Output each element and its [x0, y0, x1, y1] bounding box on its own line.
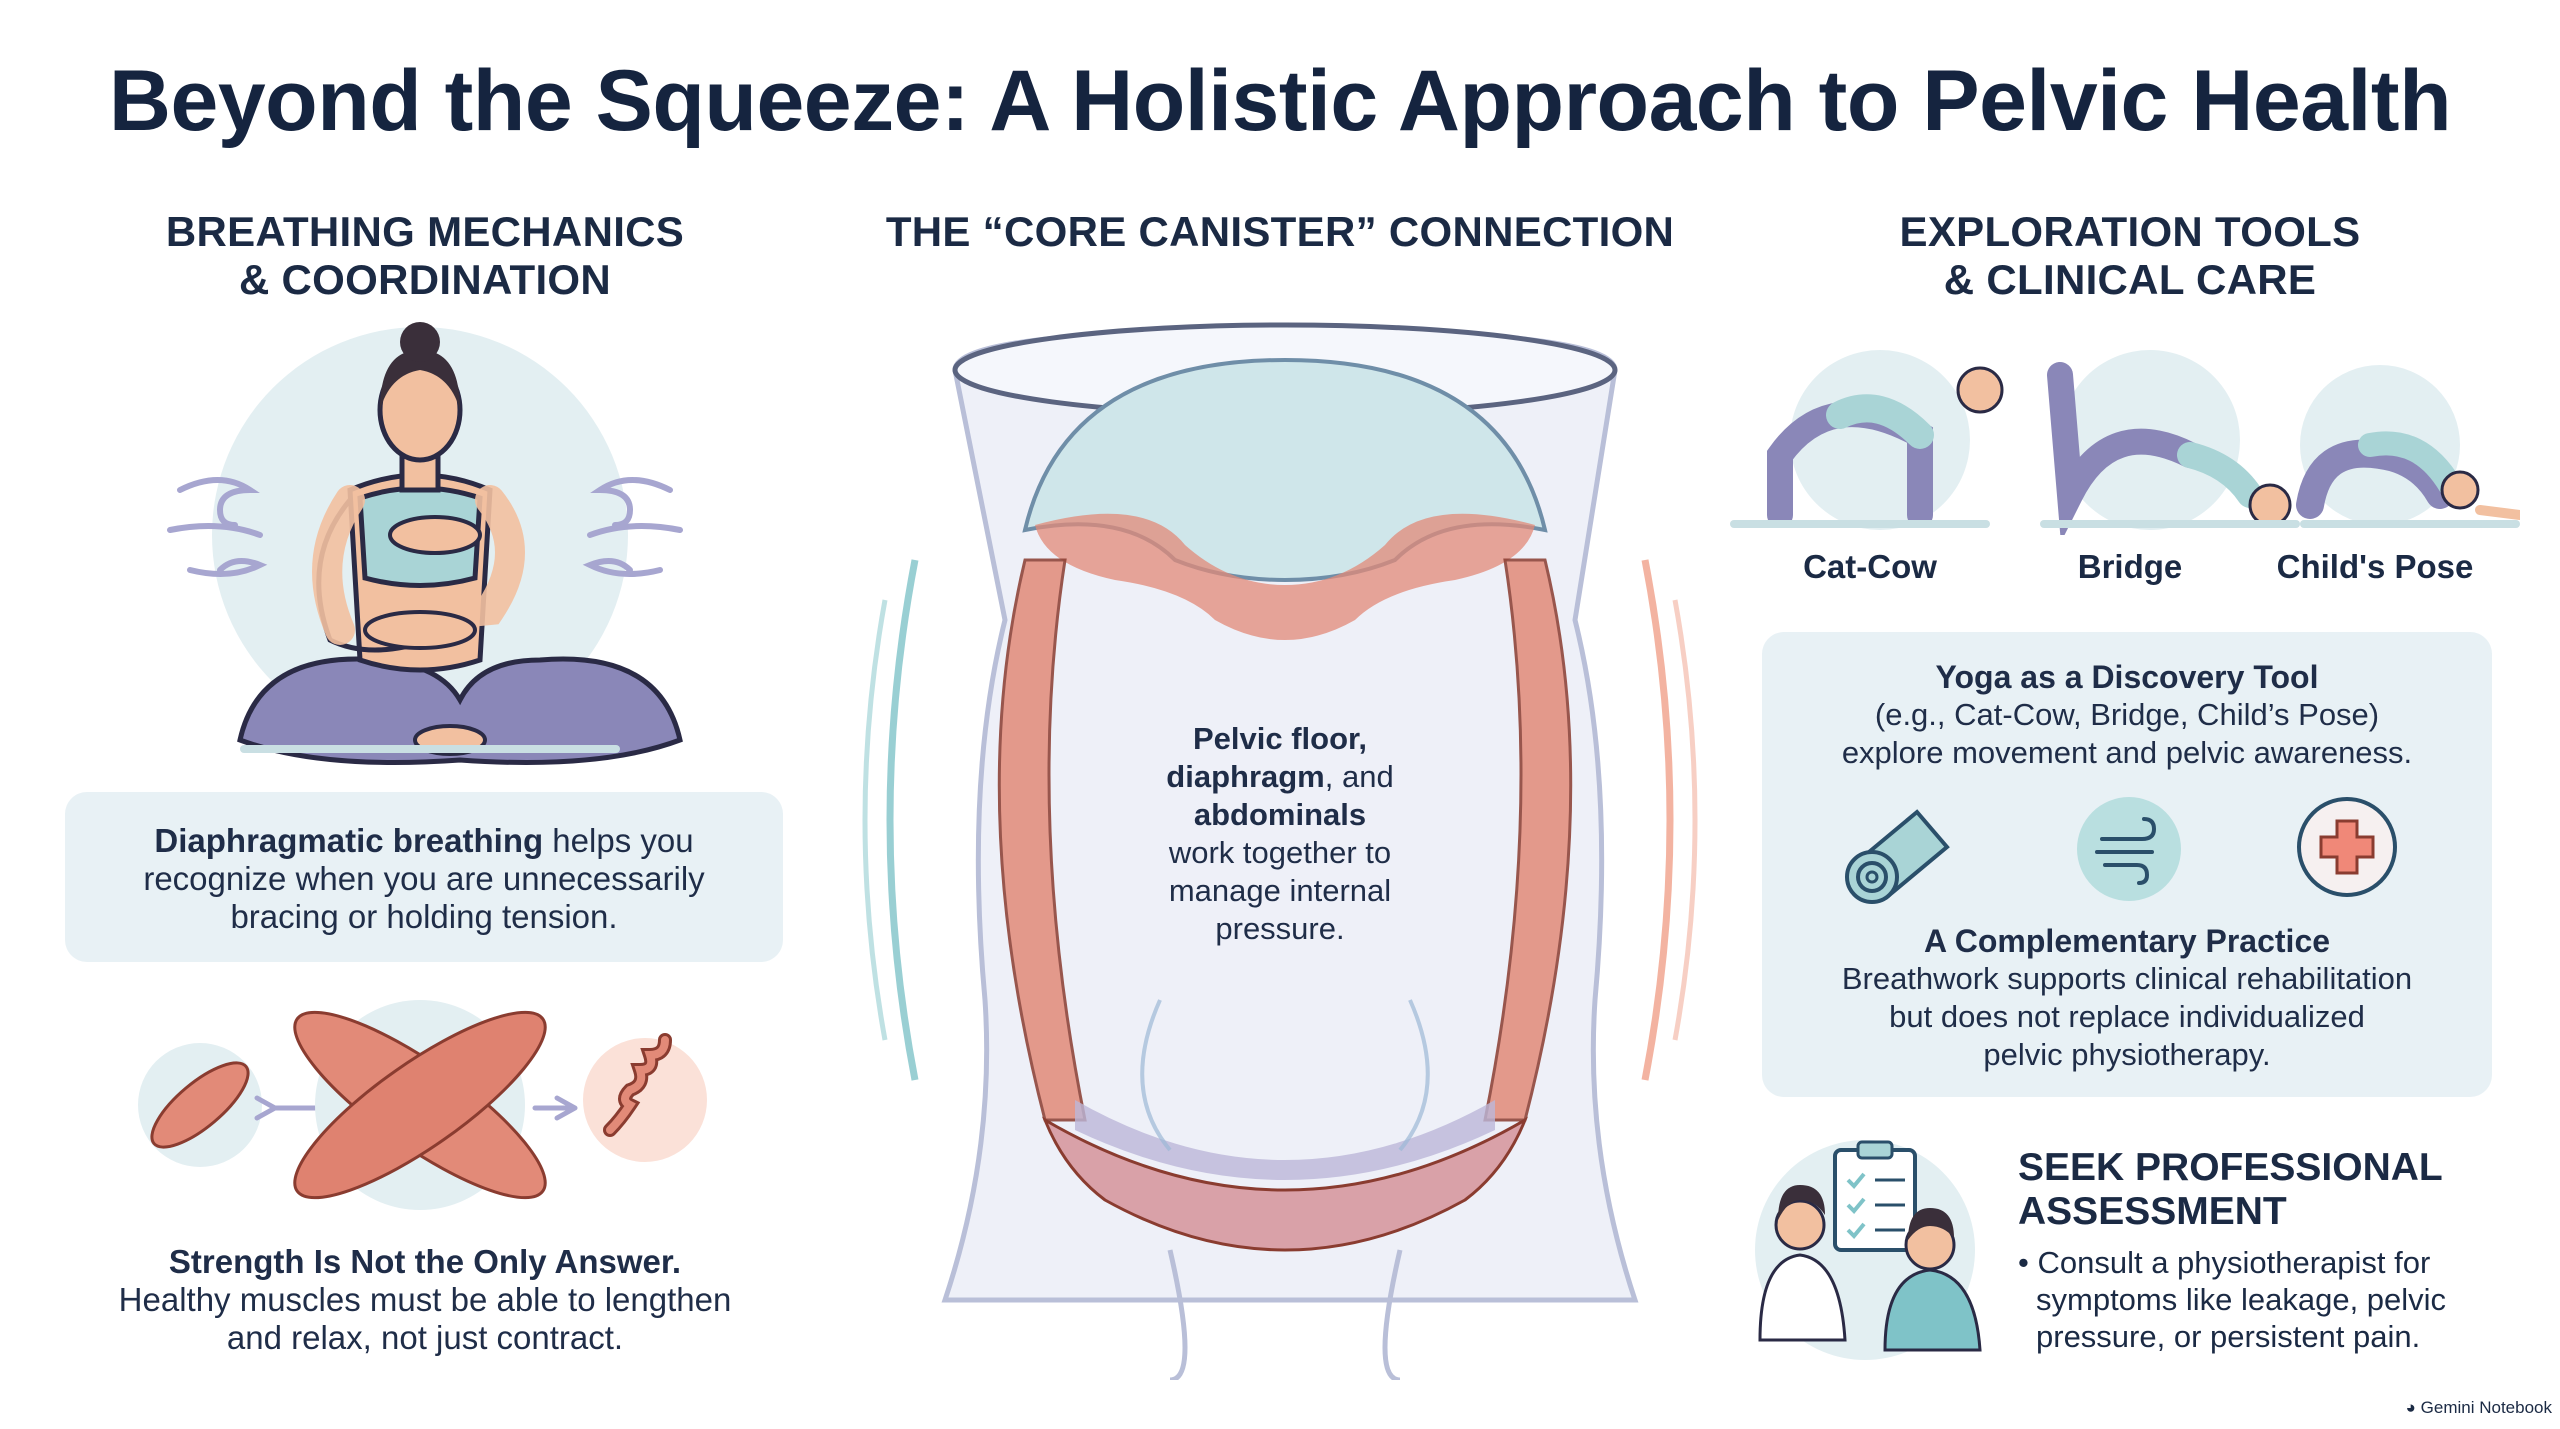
yoga-poses-illustration [1720, 345, 2520, 535]
yoga-info-card: Yoga as a Discovery Tool (e.g., Cat-Cow,… [1762, 632, 2492, 1097]
breathing-heading: BREATHING MECHANICS & COORDINATION [165, 208, 685, 303]
canister-heading: THE “CORE CANISTER” CONNECTION [885, 208, 1675, 255]
exploration-heading: EXPLORATION TOOLS & CLINICAL CARE [1899, 208, 2361, 303]
page-title: Beyond the Squeeze: A Holistic Approach … [108, 53, 2452, 149]
medical-cross-icon [2297, 797, 2397, 897]
doctor-patient-illustration [1740, 1130, 1990, 1370]
core-canister-illustration [860, 300, 1700, 1380]
clipboard-icon [1833, 1148, 1917, 1252]
breath-wind-icon [2077, 797, 2181, 901]
pose-label-childs-pose: Child's Pose [2276, 548, 2474, 585]
muscle-illustration [130, 990, 720, 1230]
watermark: ◕ Gemini Notebook [2405, 1398, 2552, 1417]
canister-text: Pelvic floor, diaphragm, and abdominals … [1166, 721, 1394, 946]
breathing-info-card: Diaphragmatic breathing helps you recogn… [65, 792, 783, 962]
gemini-logo-icon: ◕ [2405, 1398, 2416, 1417]
breathing-figure-illustration [150, 320, 710, 790]
yoga-mat-icon [1837, 792, 1957, 912]
seek-assessment-section: SEEK PROFESSIONAL ASSESSMENT • Consult a… [2018, 1146, 2447, 1354]
strength-text: Strength Is Not the Only Answer. Healthy… [118, 1243, 732, 1356]
pose-label-bridge: Bridge [2077, 548, 2183, 585]
pose-label-cat-cow: Cat-Cow [1803, 548, 1937, 585]
